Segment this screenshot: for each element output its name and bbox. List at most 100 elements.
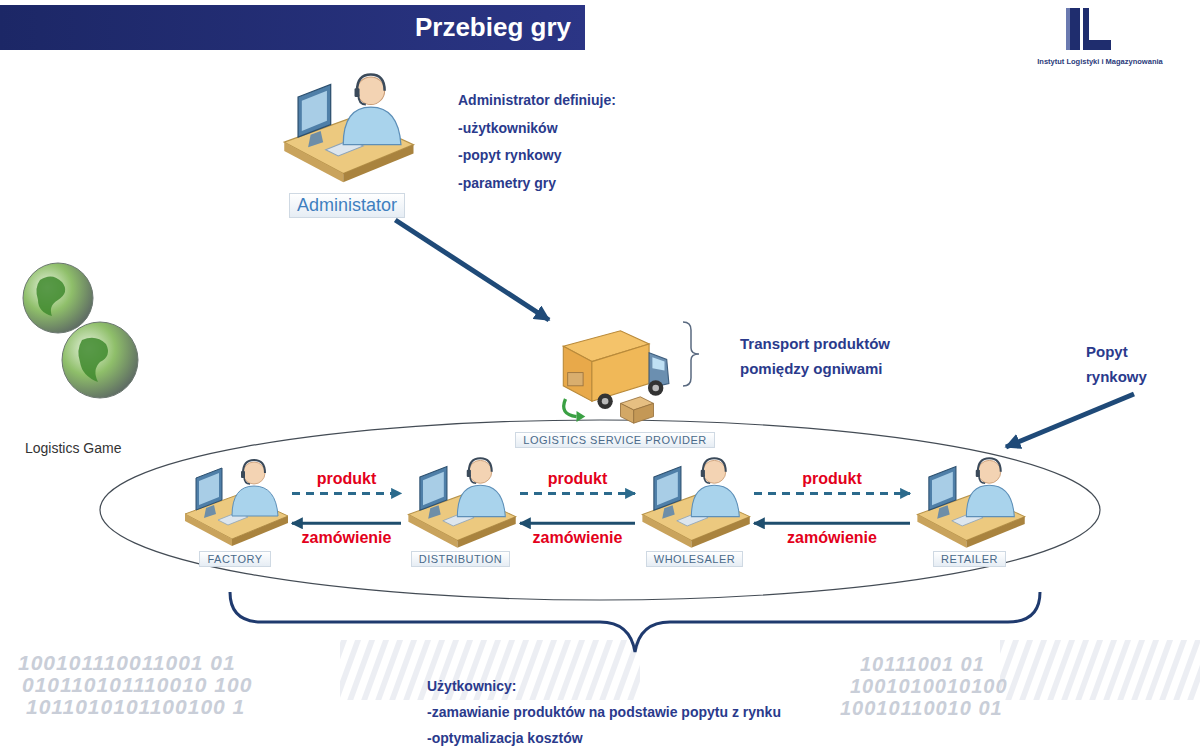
watermark-stripes [340,640,640,700]
node-label: Administator [289,193,405,218]
illustration-shape [976,470,980,477]
note-text: -parametry gry [458,175,556,192]
illustration-shape [467,470,471,477]
illustration-shape [243,460,265,473]
illustration-shape [1083,8,1089,50]
role-station: WHOLESALER [637,452,752,567]
illustration-shape [978,460,1001,483]
node-label: LOGISTICS SERVICE PROVIDER [515,432,714,448]
illustration-shape [62,322,138,398]
illustration-shape [937,505,950,519]
illustration-shape [298,84,331,137]
illustration-shape [966,517,1024,548]
illustration-shape [357,74,385,90]
service-provider: LOGISTICS SERVICE PROVIDER [505,322,725,448]
illustration-shape [1070,8,1080,50]
illustration-shape [563,346,592,401]
edge-label: zamówienie [300,529,394,547]
edge-label: produkt [546,470,610,488]
note-text: -zamawianie produktów na podstawie popyt… [427,704,781,721]
watermark: 1011010101100100 1 [26,694,245,719]
illustration-shape [357,77,385,105]
illustration-shape [428,505,441,519]
node-label: WHOLESALER [646,551,743,567]
product-flow-arrow [520,492,635,495]
illustration-shape [196,468,222,510]
note-text: Popyt rynkowy [1086,340,1174,390]
illustration-shape [652,385,659,392]
watermark-stripes [1000,640,1200,700]
illustration-shape [420,467,447,511]
illustration-shape [232,486,278,516]
illustration-shape [577,411,586,422]
users-bracket [230,592,1040,652]
illustration-shape [597,394,612,409]
role-station: FACTORY [180,452,290,567]
illustration-shape [199,473,219,505]
note-text: -popyt rynkowy [458,147,561,164]
role-station: RETAILER [912,452,1027,567]
demand-arrow [1006,394,1134,447]
person-icon [278,60,416,193]
person-icon [637,452,752,551]
illustration-shape [457,517,515,548]
illustration-shape [36,276,65,316]
illustration-shape [78,338,108,382]
illustration-shape [232,516,288,546]
order-flow-arrow [520,522,635,525]
edge-label: zamówienie [531,529,625,547]
illustration-shape [648,380,663,395]
illustration-shape [23,263,93,333]
logo-mark [1066,8,1111,50]
illustration-shape [469,460,492,483]
illustration-shape [691,485,739,516]
illustration-shape [457,485,505,516]
person-icon [180,452,290,551]
illustration-shape [703,458,726,472]
node-label: FACTORY [199,551,270,567]
note-text: Użytkownicy: [427,678,516,695]
illustration-shape [469,458,492,472]
brace [683,322,699,386]
note-text: -użytkowników [458,120,558,137]
illustration-shape [204,505,216,518]
illustration-shape [654,467,681,511]
illustration-shape [564,399,577,417]
illustration-shape [241,471,245,478]
illustration-shape [602,398,609,405]
illustration-shape [568,373,583,386]
illustration-shape [592,344,649,401]
illustration-shape [308,131,323,147]
illustration-shape [355,88,360,97]
product-flow-arrow [754,492,910,495]
illustration-shape [1089,40,1111,50]
illustration-shape [343,107,401,145]
person-icon [403,452,518,551]
illustration-shape [701,470,705,477]
globe-icon [23,263,138,398]
watermark: 010110101110010 100 [22,672,252,697]
truck-icon [505,322,725,432]
role-station: DISTRIBUTION [403,452,518,567]
illustration-shape [691,517,749,548]
watermark: 1001010010100 [850,674,1008,698]
illustration-shape [657,472,678,505]
illustration-shape [703,460,726,483]
order-flow-arrow [292,522,401,525]
note-text: -optymalizacja kosztów [427,730,583,747]
illustration-shape [966,485,1014,516]
note-text: Instytut Logistyki i Magazynowania [1005,57,1195,66]
edge-label: produkt [315,470,379,488]
product-flow-arrow [292,492,401,495]
illustration-shape [932,472,953,505]
illustration-shape [929,467,956,511]
watermark: 10010110010 01 [840,696,1003,720]
illustration-shape [423,472,444,505]
note-text: Logistics Game [25,440,121,457]
illustration-shape [662,505,675,519]
watermark: 100101110011001 01 [18,650,236,675]
node-label: DISTRIBUTION [411,551,511,567]
illustration-shape [978,458,1001,472]
illustration-shape [652,357,664,370]
